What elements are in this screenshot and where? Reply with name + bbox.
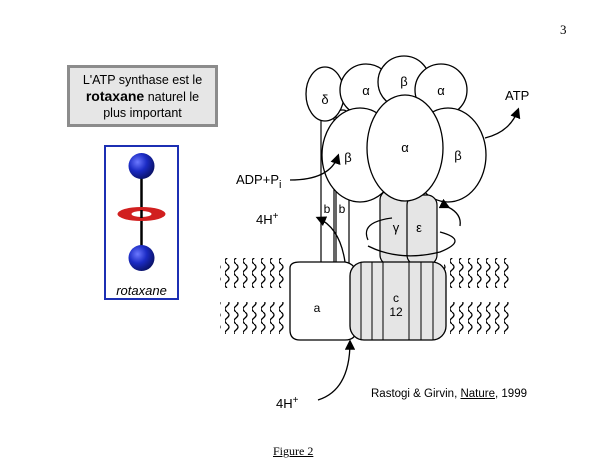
caption-line-2: rotaxane naturel le (70, 88, 215, 105)
rotation-arrow-back (365, 217, 393, 241)
rotaxane-top-stopper (128, 153, 155, 179)
rotaxane-illustration: rotaxane (104, 145, 179, 300)
beta-label-top: β (400, 74, 407, 89)
rotation-arrow (367, 231, 456, 257)
proton-bottom-main: 4H (276, 396, 293, 411)
adp-subscript: i (279, 179, 281, 191)
alpha-label-center: α (401, 140, 409, 155)
gamma-label: γ (393, 220, 400, 235)
caption-bold-word: rotaxane (85, 88, 145, 104)
proton-entry-arrow (317, 339, 356, 401)
rotaxane-label: rotaxane (116, 283, 167, 298)
proton-bottom-sup: + (293, 395, 299, 406)
c-label: c (393, 291, 399, 305)
caption-line-3: plus important (103, 106, 182, 120)
membrane-lipids-right (444, 258, 512, 334)
adp-label: ADP+Pi (236, 172, 281, 191)
beta-label-left: β (344, 150, 351, 165)
rotation-arrowhead (438, 198, 461, 227)
credit-year: , 1999 (495, 388, 527, 400)
figure-caption: Figure 2 (273, 444, 314, 458)
b-label-left: b (324, 202, 331, 216)
credit-authors: Rastogi & Girvin, (371, 388, 461, 400)
alpha-label-top-right: α (437, 83, 445, 98)
c-count-label: 12 (389, 305, 403, 319)
adp-arrow (289, 153, 341, 181)
page-number: 3 (560, 22, 567, 37)
proton-label-bottom: 4H+ (276, 395, 299, 411)
a-label: a (314, 301, 321, 315)
epsilon-label: ε (416, 220, 422, 235)
alpha-label-top-left: α (362, 83, 370, 98)
c-ring (349, 261, 447, 341)
proton-top-sup: + (273, 211, 279, 222)
rotaxane-bottom-stopper (128, 245, 155, 271)
adp-main: ADP+P (236, 172, 279, 187)
alpha-subunit-center (366, 94, 444, 202)
atp-arrow (484, 107, 521, 139)
beta-label-right: β (454, 148, 461, 163)
membrane-lipids-left (220, 258, 286, 334)
caption-box: L'ATP synthase est le rotaxane naturel l… (67, 65, 218, 127)
caption-line-2-rest: naturel le (144, 90, 200, 104)
proton-exit-arrow (315, 216, 346, 263)
delta-label: δ (321, 92, 328, 107)
central-stalk (379, 189, 438, 266)
credit-journal: Nature (460, 388, 496, 400)
caption-line-1: L'ATP synthase est le (82, 73, 203, 87)
b-label-right: b (339, 202, 346, 216)
a-subunit (289, 261, 357, 341)
source-credit: Rastogi & Girvin, Nature, 1999 (371, 388, 527, 400)
proton-label-top: 4H+ (256, 211, 279, 227)
proton-top-main: 4H (256, 212, 273, 227)
rotaxane-molecule-graphic (117, 153, 166, 271)
epsilon-subunit (406, 194, 438, 266)
atp-label: ATP (505, 88, 529, 103)
